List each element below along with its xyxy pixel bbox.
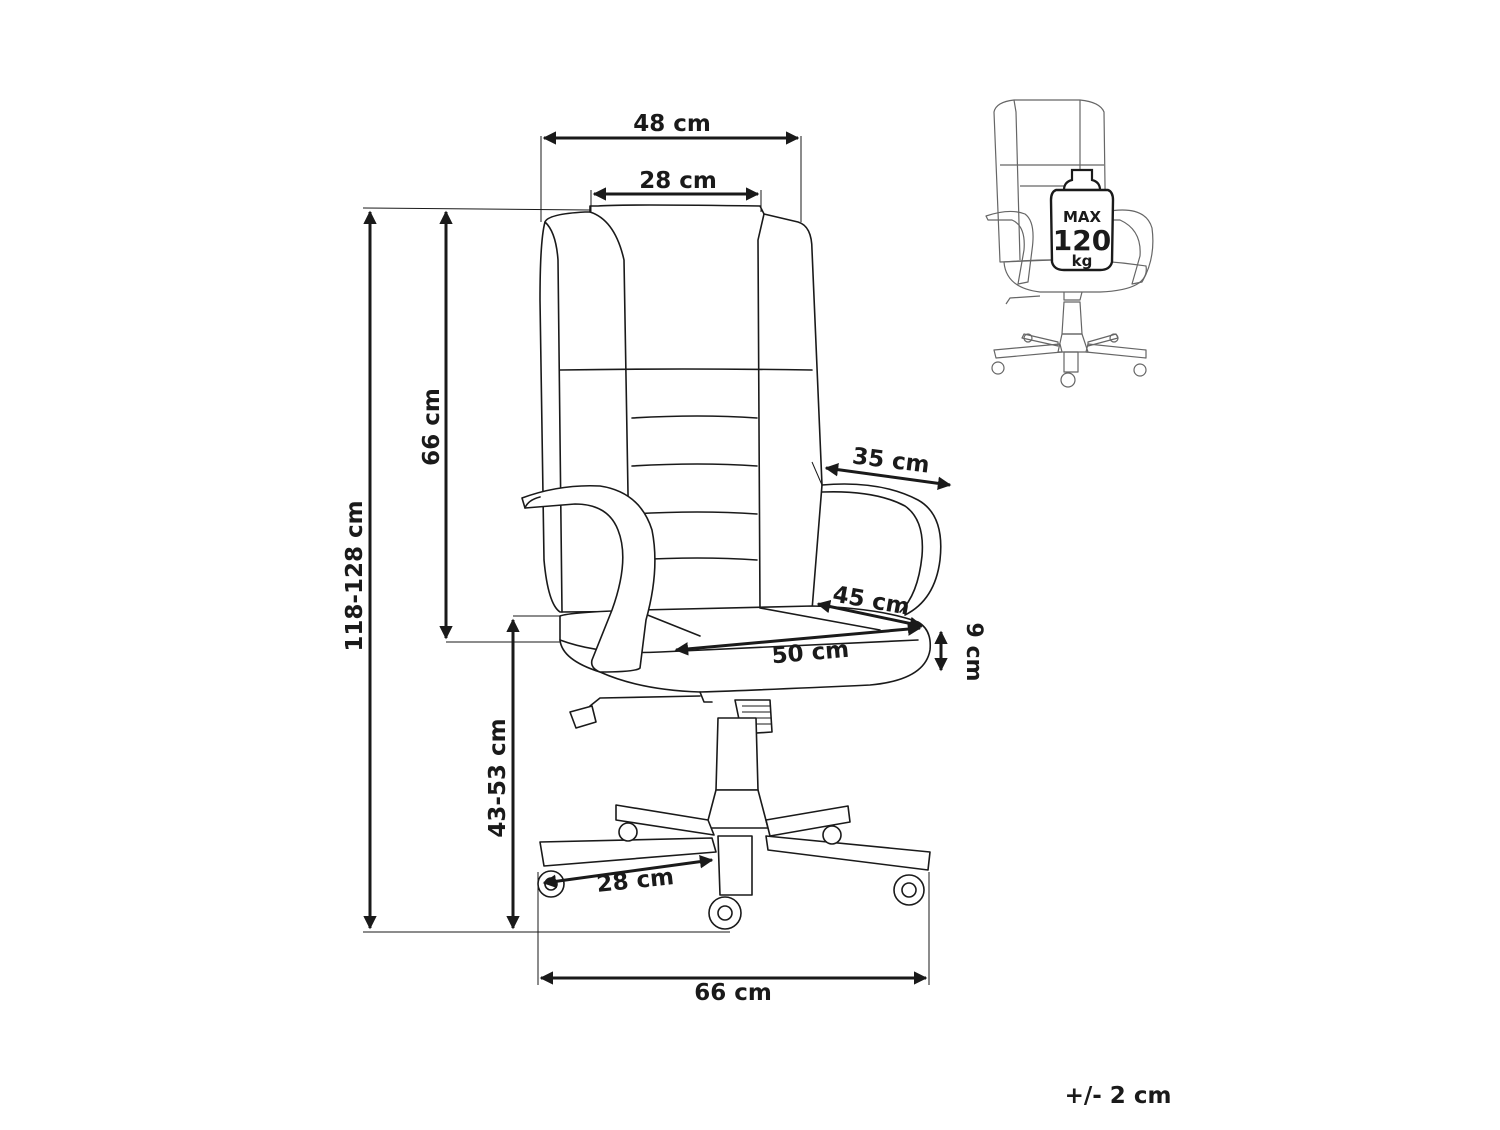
max-load-unit: kg — [1072, 252, 1093, 270]
dimension-lines — [362, 131, 952, 985]
label-base-radius: 28 cm — [595, 864, 675, 898]
label-seat-thickness: 9 cm — [961, 623, 986, 682]
caster-wheels — [537, 822, 925, 930]
max-load-illustration: MAX 120 kg — [985, 99, 1154, 388]
max-load-value: 120 — [1053, 224, 1111, 257]
label-backrest-width: 28 cm — [639, 168, 717, 194]
label-width-top: 48 cm — [633, 111, 711, 137]
label-base-width: 66 cm — [694, 980, 772, 1006]
label-seat-height: 43-53 cm — [485, 718, 511, 837]
max-load-label: MAX — [1063, 208, 1102, 226]
chair-drawing — [521, 204, 942, 930]
label-backrest-height: 66 cm — [419, 388, 445, 466]
tolerance-note: +/- 2 cm — [1065, 1083, 1172, 1109]
label-total-height: 118-128 cm — [342, 500, 368, 651]
